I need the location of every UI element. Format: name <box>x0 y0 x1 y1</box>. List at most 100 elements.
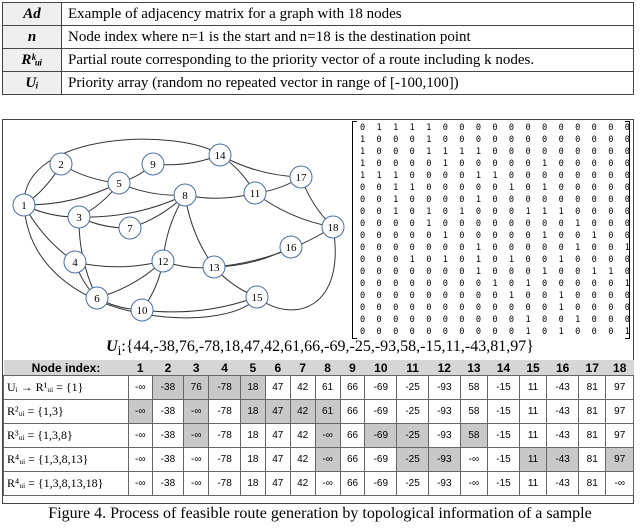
graph-node-circle <box>63 250 87 274</box>
route-cell: -38 <box>151 399 185 424</box>
matrix-row: 0 0 0 0 0 0 0 0 0 0 1 0 0 1 0 0 0 1 <box>360 315 640 325</box>
route-column-header: 18 <box>605 360 634 376</box>
route-column-header: 3 <box>183 360 209 376</box>
matrix-row: 1 0 0 0 0 1 0 0 0 0 0 1 0 0 0 0 0 0 <box>360 159 640 169</box>
route-cell: -∞ <box>314 471 341 496</box>
route-cell: 11 <box>518 375 548 400</box>
route-cell: -∞ <box>183 423 210 448</box>
route-cell: 47 <box>264 375 291 400</box>
route-cell: -78 <box>208 471 241 496</box>
route-cell: 66 <box>339 375 366 400</box>
route-cell: -69 <box>364 471 398 496</box>
matrix-left-bracket <box>352 121 357 339</box>
route-column-header: 6 <box>265 360 291 376</box>
route-cell: 18 <box>239 399 266 424</box>
route-cell: 58 <box>459 399 489 424</box>
graph-node: 14 <box>208 143 232 167</box>
route-cell: 97 <box>605 447 634 472</box>
route-cell: -93 <box>427 375 461 400</box>
graph-node-circle <box>245 285 269 309</box>
route-cell: 66 <box>339 399 366 424</box>
priority-label: U <box>106 338 118 355</box>
route-cell: -93 <box>427 471 461 496</box>
route-cell: -69 <box>364 399 398 424</box>
route-cell: -∞ <box>183 399 210 424</box>
graph-node-circle <box>107 171 131 195</box>
graph-edge <box>213 246 292 268</box>
route-row-label: Uᵢ → R¹ᵤᵢ = {1} <box>3 375 129 400</box>
graph-node-circle <box>12 193 36 217</box>
matrix-row: 0 0 0 0 0 0 0 1 0 0 0 0 0 1 0 0 1 1 <box>360 243 640 253</box>
route-cell: 11 <box>518 399 548 424</box>
matrix-row: 0 0 1 0 1 0 1 0 0 0 1 1 1 0 0 0 0 0 <box>360 207 640 217</box>
graph-node-circle <box>85 286 109 310</box>
graph-node-circle <box>279 235 303 259</box>
graph-node-label: 15 <box>252 292 264 304</box>
route-cell: -43 <box>546 399 579 424</box>
graph-edge <box>254 192 334 228</box>
route-row-label: R⁴ᵤᵢ = {1,3,8,13,18} <box>3 471 129 496</box>
route-column-header: 17 <box>578 360 606 376</box>
graph-node: 3 <box>67 205 91 229</box>
route-row-label: R²ᵤᵢ = {1,3} <box>3 399 129 424</box>
route-cell: 47 <box>264 447 291 472</box>
graph-node-label: 4 <box>72 257 78 269</box>
graph-node: 16 <box>279 235 303 259</box>
graph-node-label: 18 <box>328 222 340 234</box>
graph-edge <box>219 154 302 178</box>
matrix-row: 0 0 0 0 0 0 0 0 0 0 0 0 1 0 0 0 0 0 <box>360 303 640 313</box>
route-column-header: 11 <box>396 360 429 376</box>
graph-node: 15 <box>245 285 269 309</box>
route-column-header: 4 <box>208 360 241 376</box>
route-cell: 66 <box>339 423 366 448</box>
graph-node: 4 <box>63 250 87 274</box>
graph-node: 7 <box>118 216 142 240</box>
graph-node-label: 1 <box>21 200 27 212</box>
route-cell: 11 <box>518 471 548 496</box>
route-column-header: 13 <box>460 360 488 376</box>
graph-edge <box>141 296 258 313</box>
route-cell: -∞ <box>128 447 153 472</box>
graph-node-circle <box>49 152 73 176</box>
route-column-header: 15 <box>519 360 547 376</box>
graph-node-circle <box>141 152 165 176</box>
route-cell: -93 <box>427 423 461 448</box>
graph-node: 5 <box>107 171 131 195</box>
route-cell: 47 <box>264 471 291 496</box>
route-cell: 18 <box>239 471 266 496</box>
route-column-header: 2 <box>152 360 184 376</box>
matrix-row: 0 0 0 0 0 1 0 0 0 0 0 1 0 0 1 0 0 0 <box>360 231 640 241</box>
route-cell: 42 <box>289 471 316 496</box>
route-cell: -∞ <box>128 399 153 424</box>
route-cell: 42 <box>289 447 316 472</box>
matrix-row: 0 0 1 1 0 0 0 0 0 1 0 1 0 0 0 0 0 0 <box>360 183 640 193</box>
graph-node: 2 <box>49 152 73 176</box>
route-row-label: R⁴ᵤᵢ = {1,3,8,13} <box>3 447 129 472</box>
route-cell: 66 <box>339 471 366 496</box>
route-cell: -78 <box>208 375 241 400</box>
graph-node-label: 3 <box>76 212 82 224</box>
route-cell: -69 <box>364 447 398 472</box>
route-cell: 18 <box>239 423 266 448</box>
graph-node: 9 <box>141 152 165 176</box>
route-cell: -∞ <box>128 423 153 448</box>
graph-node: 1 <box>12 193 36 217</box>
route-column-header: 1 <box>128 360 153 376</box>
route-cell: 42 <box>289 375 316 400</box>
graph-node-label: 8 <box>182 190 188 202</box>
symbol-definition: Partial route corresponding to the prior… <box>61 48 634 72</box>
graph-edge <box>184 194 215 268</box>
graph-node-label: 5 <box>116 178 122 190</box>
route-cell: -43 <box>546 423 579 448</box>
route-cell: -69 <box>364 375 398 400</box>
symbol-name: n <box>2 25 62 49</box>
graph-node: 11 <box>243 181 267 205</box>
route-cell: -43 <box>546 375 579 400</box>
route-cell: 81 <box>577 471 607 496</box>
route-cell: 76 <box>183 375 210 400</box>
